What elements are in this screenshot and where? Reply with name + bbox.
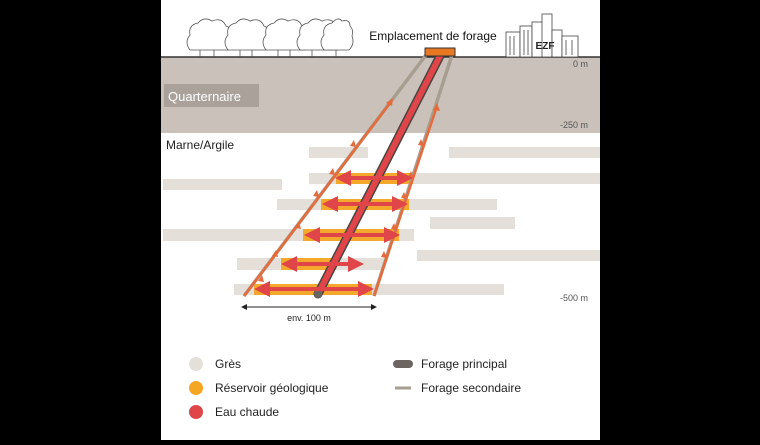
flow-arrow-up	[329, 168, 335, 175]
depth-label-0: 0 m	[573, 59, 588, 69]
legend-label-reservoir: Réservoir géologique	[215, 381, 329, 395]
flow-arrow-up	[295, 222, 301, 229]
legend-label-main-well: Forage principal	[421, 357, 507, 371]
building-label: EZF	[536, 41, 555, 52]
flow-arrow-up	[313, 190, 319, 197]
legend-label-hot-water: Eau chaude	[215, 405, 279, 419]
building-block	[505, 31, 521, 58]
legend-swatch-reservoir	[189, 381, 203, 395]
sandstone-layer	[417, 250, 600, 261]
sandstone-layer	[430, 217, 515, 229]
tree-crown	[320, 18, 354, 51]
flow-arrow-up	[418, 139, 424, 146]
flow-arrow-up	[433, 103, 440, 111]
flow-arrow-up	[350, 140, 356, 147]
scale-bar: env. 100 m	[241, 304, 377, 323]
sandstone-layer	[309, 147, 368, 158]
legend-label-sandstone: Grès	[215, 357, 241, 371]
depth-label-500: -500 m	[560, 293, 588, 303]
legend: Grès Réservoir géologique Eau chaude For…	[189, 357, 521, 419]
sandstone-layer	[449, 147, 600, 158]
quaternary-label: Quarternaire	[168, 89, 241, 104]
scale-arrow-right	[371, 304, 377, 310]
ezf-building	[505, 13, 579, 58]
quaternary-label-bg	[164, 84, 259, 107]
drilling-rig	[424, 47, 456, 57]
scale-arrow-left	[241, 304, 247, 310]
building-block	[519, 25, 533, 58]
main-well-bottom	[314, 290, 322, 298]
sandstone-layer	[163, 179, 282, 190]
scale-label: env. 100 m	[287, 313, 331, 323]
sandstone-layer	[309, 173, 600, 184]
hot-water-arrows	[254, 170, 413, 297]
legend-swatch-sandstone	[189, 357, 203, 371]
legend-swatch-hot-water	[189, 405, 203, 419]
site-label: Emplacement de forage	[369, 29, 497, 43]
building-block	[561, 35, 579, 58]
tree-line	[186, 18, 354, 57]
flow-line-left	[243, 102, 391, 297]
legend-label-secondary-well: Forage secondaire	[421, 381, 521, 395]
flow-arrow-up	[381, 251, 387, 258]
marl-label: Marne/Argile	[166, 138, 234, 152]
flow-arrow-up	[258, 275, 264, 282]
flow-arrow-up	[386, 98, 393, 106]
depth-label-250: -250 m	[560, 120, 588, 130]
flow-arrow-up	[272, 250, 278, 257]
